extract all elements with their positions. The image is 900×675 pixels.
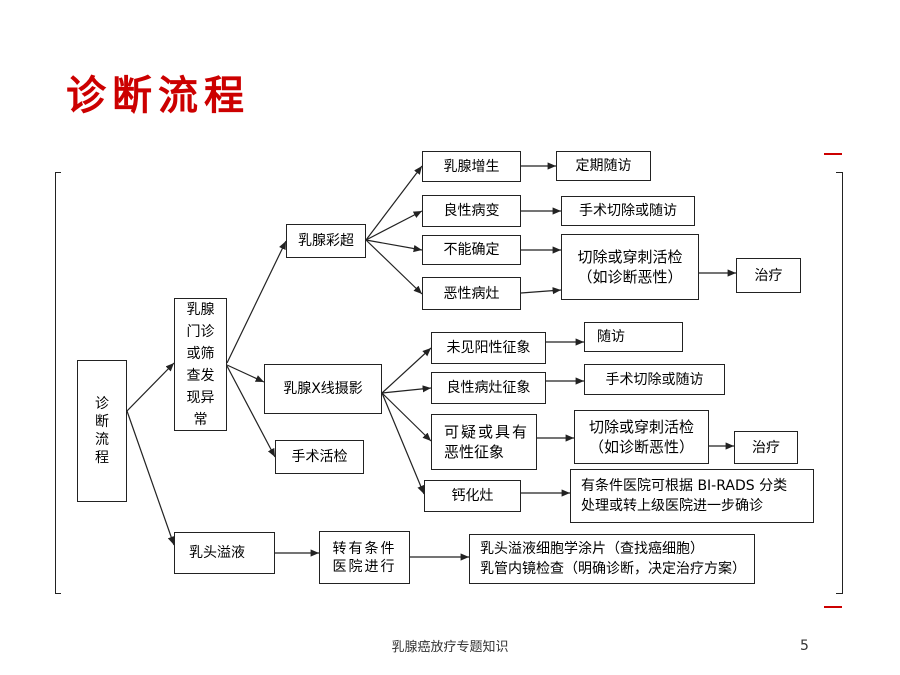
node-us-hyperplasia-out: 定期随访: [556, 151, 651, 181]
red-accent-bottom: [822, 606, 842, 608]
node-mm-calc-label: 钙化灶: [451, 488, 494, 504]
node-mm-benign-out: 手术切除或随访: [584, 364, 725, 395]
node-us-treat-label: 治疗: [754, 267, 783, 284]
node-biopsy: 手术活检: [275, 440, 364, 474]
node-us-unsure-label: 不能确定: [443, 242, 500, 258]
node-dc-out: 乳头溢液细胞学涂片（查找癌细胞） 乳管内镜检查（明确诊断，决定治疗方案）: [469, 534, 755, 584]
node-mammo-label: 乳腺Ⅹ线摄影: [283, 381, 363, 397]
node-us-hyperplasia-label: 乳腺增生: [443, 158, 500, 175]
node-biopsy-label: 手术活检: [291, 449, 348, 465]
slide-footer: 乳腺癌放疗专题知识: [391, 640, 509, 655]
node-dc-refer-line1: 转有条件: [332, 540, 397, 557]
node-dc-out-line2: 乳管内镜检查（明确诊断，决定治疗方案）: [480, 561, 746, 577]
node-us-malignant: 恶性病灶: [422, 277, 521, 310]
node-dc-refer-line2: 医院进行: [332, 558, 397, 575]
node-us-benign: 良性病变: [422, 195, 521, 227]
node-mm-calc-out-line2: 处理或转上级医院进一步确诊: [581, 498, 763, 514]
frame-bracket-left: [55, 172, 62, 594]
node-us-unsure: 不能确定: [422, 235, 521, 265]
node-mm-calc-out: 有条件医院可根据 BI-RADS 分类 处理或转上级医院进一步确诊: [570, 469, 814, 523]
node-us-hyperplasia: 乳腺增生: [422, 151, 521, 182]
node-ultrasound-label: 乳腺彩超: [298, 233, 354, 249]
node-mm-suspect: 可疑或具有 恶性征象: [431, 414, 537, 470]
node-root: 诊断流程: [77, 360, 127, 502]
node-mm-benign: 良性病灶征象: [431, 372, 546, 404]
node-mm-suspect-out-line2: （如诊断恶性）: [588, 438, 694, 456]
node-mm-negative-label: 未见阳性征象: [446, 340, 531, 356]
node-us-malignant-label: 恶性病灶: [443, 285, 500, 302]
node-mammo: 乳腺Ⅹ线摄影: [264, 364, 382, 414]
node-mm-suspect-line2: 恶性征象: [444, 443, 505, 461]
node-us-treat: 治疗: [736, 258, 801, 293]
node-us-unsure-out-line2: （如诊断恶性）: [577, 268, 683, 286]
node-us-unsure-out: 切除或穿刺活检 （如诊断恶性）: [561, 234, 699, 300]
node-root-label: 诊断流程: [95, 396, 109, 466]
node-mm-benign-label: 良性病灶征象: [446, 380, 531, 396]
node-ultrasound: 乳腺彩超: [286, 224, 366, 258]
node-us-unsure-out-line1: 切除或穿刺活检: [577, 248, 683, 266]
node-discharge: 乳头溢液: [174, 532, 275, 574]
frame-bracket-right: [836, 172, 843, 594]
node-mm-benign-out-label: 手术切除或随访: [605, 371, 704, 388]
node-dc-refer: 转有条件 医院进行: [319, 531, 410, 584]
node-mm-calc: 钙化灶: [424, 480, 521, 512]
node-mm-treat: 治疗: [734, 431, 798, 464]
node-mm-treat-label: 治疗: [752, 439, 780, 456]
node-dc-out-line1: 乳头溢液细胞学涂片（查找癌细胞）: [480, 541, 704, 557]
node-mm-calc-out-line1: 有条件医院可根据 BI-RADS 分类: [581, 478, 788, 494]
node-us-benign-out-label: 手术切除或随访: [579, 203, 677, 219]
node-us-hyperplasia-out-label: 定期随访: [575, 158, 632, 174]
node-mm-negative-out-label: 随访: [597, 329, 625, 345]
node-discharge-label: 乳头溢液: [189, 545, 245, 561]
red-accent-top: [822, 153, 842, 155]
page-number: 5: [800, 638, 809, 654]
node-mm-negative: 未见阳性征象: [431, 332, 546, 364]
node-mm-suspect-out-line1: 切除或穿刺活检: [588, 418, 694, 436]
node-mm-suspect-out: 切除或穿刺活检 （如诊断恶性）: [574, 410, 709, 464]
node-us-benign-out: 手术切除或随访: [561, 196, 695, 226]
node-clinic-label: 乳腺门诊或筛查发现异常: [186, 301, 215, 428]
node-mm-suspect-line1: 可疑或具有: [444, 423, 530, 441]
slide-title: 诊断流程: [66, 72, 250, 119]
node-mm-negative-out: 随访: [584, 322, 683, 352]
node-us-benign-label: 良性病变: [443, 203, 500, 219]
node-clinic: 乳腺门诊或筛查发现异常: [174, 298, 227, 431]
